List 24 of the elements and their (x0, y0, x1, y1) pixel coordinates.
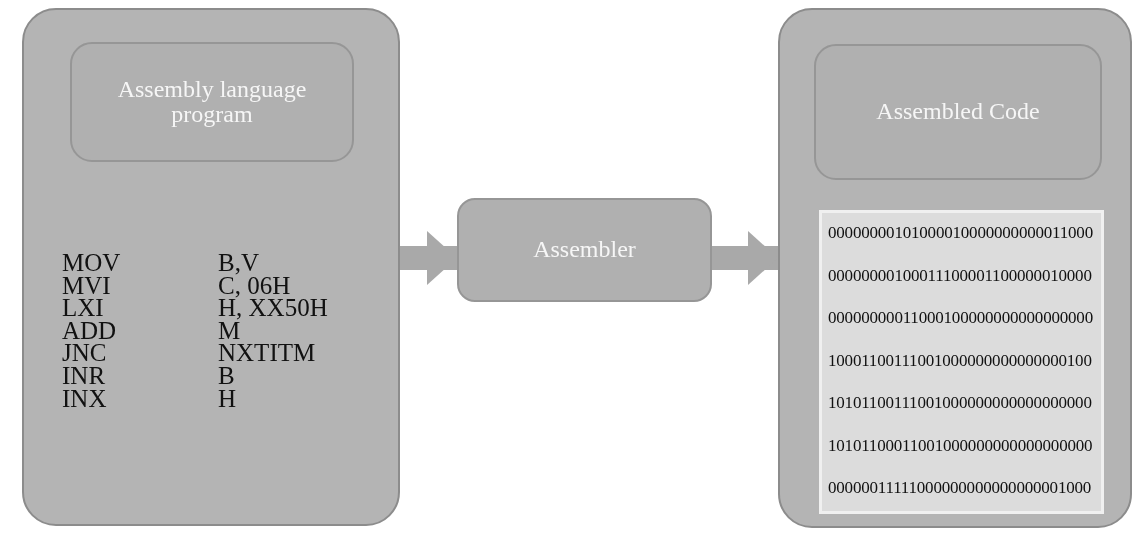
instruction-mnemonic: MOV (62, 250, 121, 275)
binary-code-line: 00000000011000100000000000000000 (828, 308, 1093, 328)
output-panel (778, 8, 1132, 528)
instruction-mnemonic: MVI (62, 272, 111, 298)
binary-code-line: 10101100011001000000000000000000 (828, 435, 1093, 456)
binary-code-line: 00000011111000000000000000001000 (828, 478, 1092, 498)
instruction-operand: B (218, 363, 235, 388)
instruction-operand: B,V (218, 250, 259, 275)
binary-code-line: 00000000100011100001100000010000 (828, 265, 1092, 286)
binary-code-line: 10101100111001000000000000000000 (828, 393, 1092, 413)
block-arrow (400, 231, 457, 285)
process-box: Assembler (457, 198, 712, 302)
instruction-mnemonic: JNC (62, 340, 107, 366)
program-panel (22, 8, 400, 526)
instruction-operand: H (218, 385, 237, 411)
instruction-mnemonic: INR (62, 363, 106, 388)
block-arrow (712, 231, 778, 285)
heading-box: Assembled Code (814, 44, 1102, 180)
code-listing-panel (819, 210, 1104, 514)
heading-box: Assembly language program (70, 42, 354, 162)
binary-code-line: 00000000101000010000000000011000 (828, 223, 1093, 243)
instruction-operand: NXTITM (218, 340, 316, 366)
instruction-mnemonic: INX (62, 385, 107, 411)
binary-code-line: 10001100111001000000000000000100 (828, 350, 1092, 371)
